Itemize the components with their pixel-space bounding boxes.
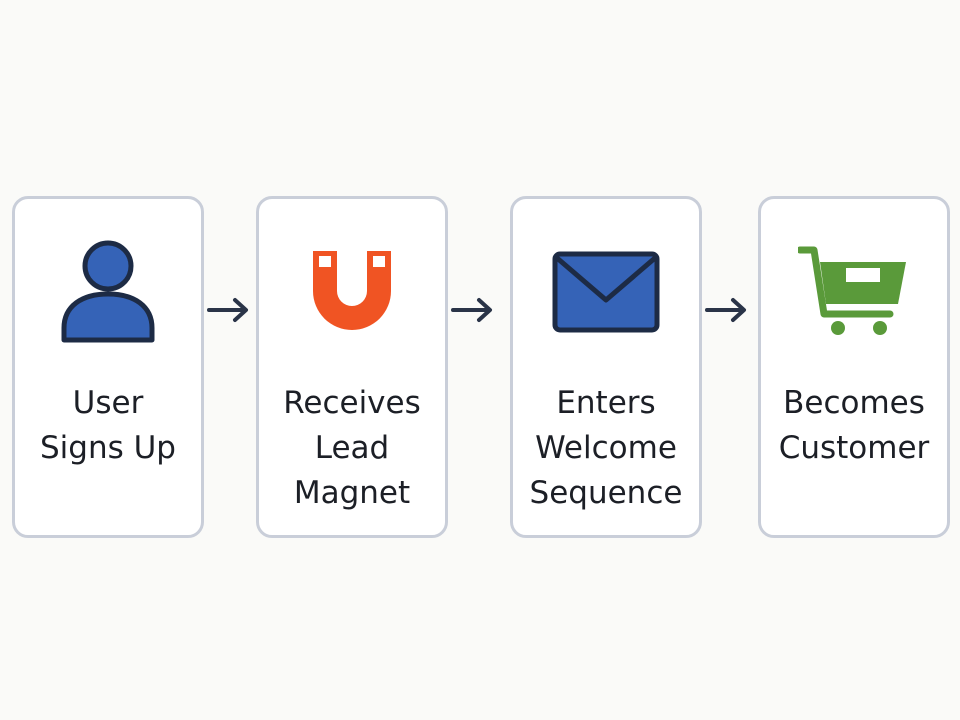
magnet-icon <box>259 237 445 347</box>
arrow-right-icon <box>705 298 746 322</box>
step-card-receives-lead-magnet: Receives Lead Magnet <box>256 196 448 538</box>
step-label: User Signs Up <box>40 385 176 466</box>
step-card-user-signs-up: User Signs Up <box>12 196 204 538</box>
step-label: Becomes Customer <box>778 385 930 466</box>
step-label: Receives Lead Magnet <box>283 385 421 511</box>
arrow-right-icon <box>207 298 248 322</box>
shopping-cart-icon <box>761 237 947 347</box>
step-label: Enters Welcome Sequence <box>529 385 683 511</box>
envelope-icon <box>513 237 699 347</box>
step-card-enters-welcome-sequence: Enters Welcome Sequence <box>510 196 702 538</box>
arrow-right-icon <box>451 298 492 322</box>
user-icon <box>15 237 201 347</box>
step-card-becomes-customer: Becomes Customer <box>758 196 950 538</box>
